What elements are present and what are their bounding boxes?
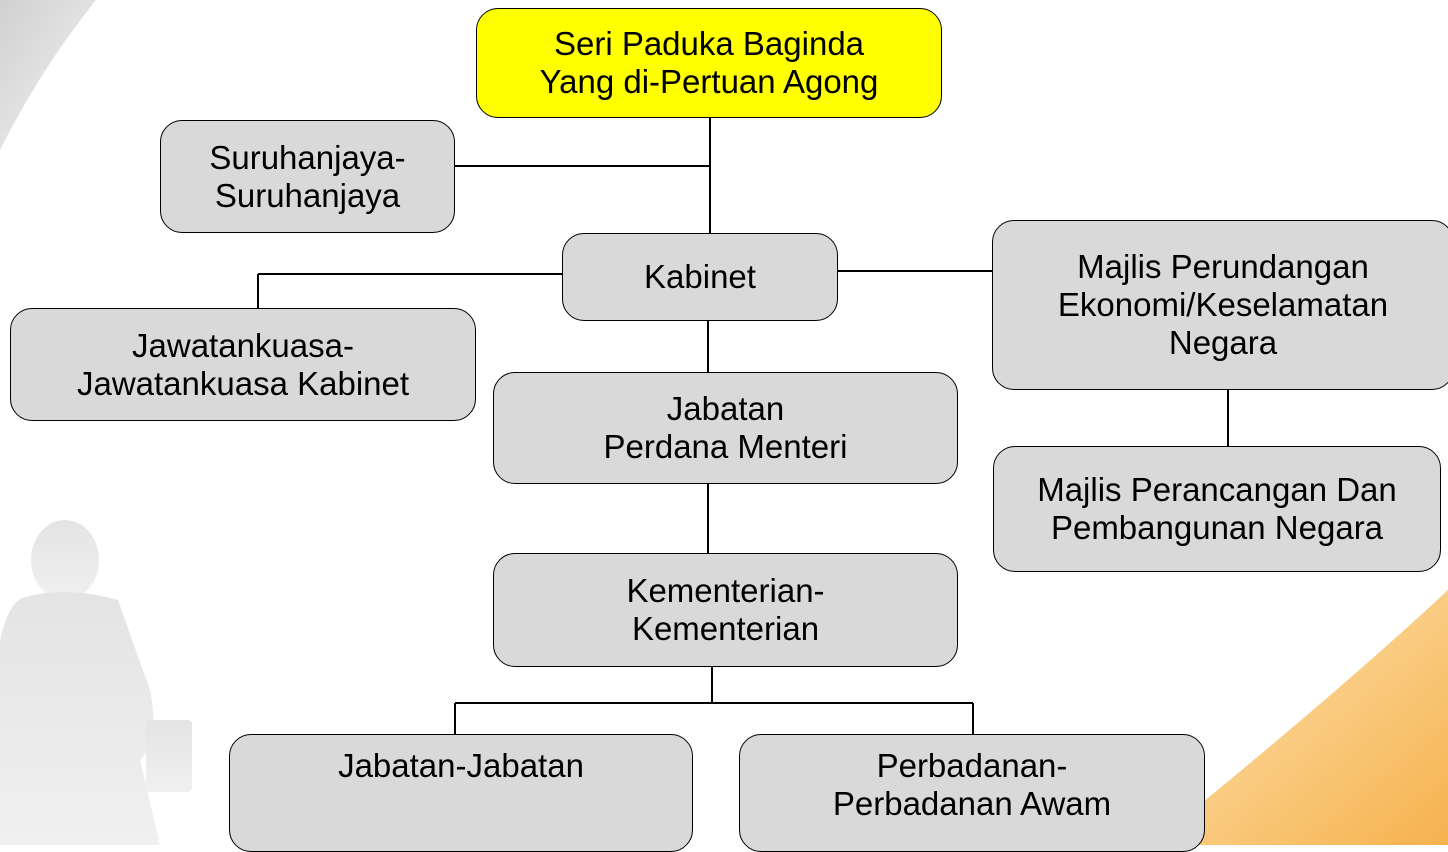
node-jawatankuasa: Jawatankuasa- Jawatankuasa Kabinet	[10, 308, 476, 421]
node-majlis-perancangan-line-2: Pembangunan Negara	[1050, 509, 1384, 546]
node-kabinet: Kabinet	[562, 233, 838, 321]
node-jabatan-perdana-menteri-line-2: Perdana Menteri	[603, 428, 848, 465]
node-kementerian: Kementerian- Kementerian	[493, 553, 958, 667]
node-agong-line-1: Seri Paduka Baginda	[553, 25, 865, 62]
node-suruhanjaya: Suruhanjaya- Suruhanjaya	[160, 120, 455, 233]
node-jawatankuasa-line-2: Jawatankuasa Kabinet	[76, 364, 410, 402]
top-left-swoosh	[0, 0, 96, 150]
node-agong-line-2: Yang di-Pertuan Agong	[539, 63, 879, 100]
node-majlis-perancangan-line-1: Majlis Perancangan Dan	[1037, 471, 1397, 508]
node-perbadanan: Perbadanan- Perbadanan Awam	[739, 734, 1205, 852]
node-kementerian-line-1: Kementerian-	[626, 572, 825, 609]
node-jabatan-jabatan-line-1: Jabatan-Jabatan	[338, 747, 584, 784]
node-majlis-perundangan-line-1: Majlis Perundangan	[1077, 248, 1369, 285]
node-suruhanjaya-line-1: Suruhanjaya-	[209, 138, 406, 176]
node-suruhanjaya-line-2: Suruhanjaya	[214, 176, 401, 214]
node-agong: Seri Paduka Baginda Yang di-Pertuan Agon…	[476, 8, 942, 118]
node-majlis-perundangan-line-2: Ekonomi/Keselamatan	[1057, 286, 1389, 323]
node-kabinet-line-1: Kabinet	[644, 258, 756, 295]
node-jawatankuasa-line-1: Jawatankuasa-	[132, 326, 354, 364]
node-majlis-perundangan-line-3: Negara	[1168, 324, 1278, 361]
node-perbadanan-line-2: Perbadanan Awam	[832, 785, 1112, 822]
node-kementerian-line-2: Kementerian	[631, 610, 820, 647]
node-majlis-perundangan: Majlis Perundangan Ekonomi/Keselamatan N…	[992, 220, 1448, 390]
node-perbadanan-line-1: Perbadanan-	[876, 747, 1068, 784]
node-jabatan-jabatan: Jabatan-Jabatan	[229, 734, 693, 852]
node-jabatan-perdana-menteri: Jabatan Perdana Menteri	[493, 372, 958, 484]
businessman-silhouette	[0, 520, 192, 845]
node-jabatan-perdana-menteri-line-1: Jabatan	[666, 390, 785, 427]
node-majlis-perancangan: Majlis Perancangan Dan Pembangunan Negar…	[993, 446, 1441, 572]
bottom-right-swoosh	[1150, 590, 1448, 845]
